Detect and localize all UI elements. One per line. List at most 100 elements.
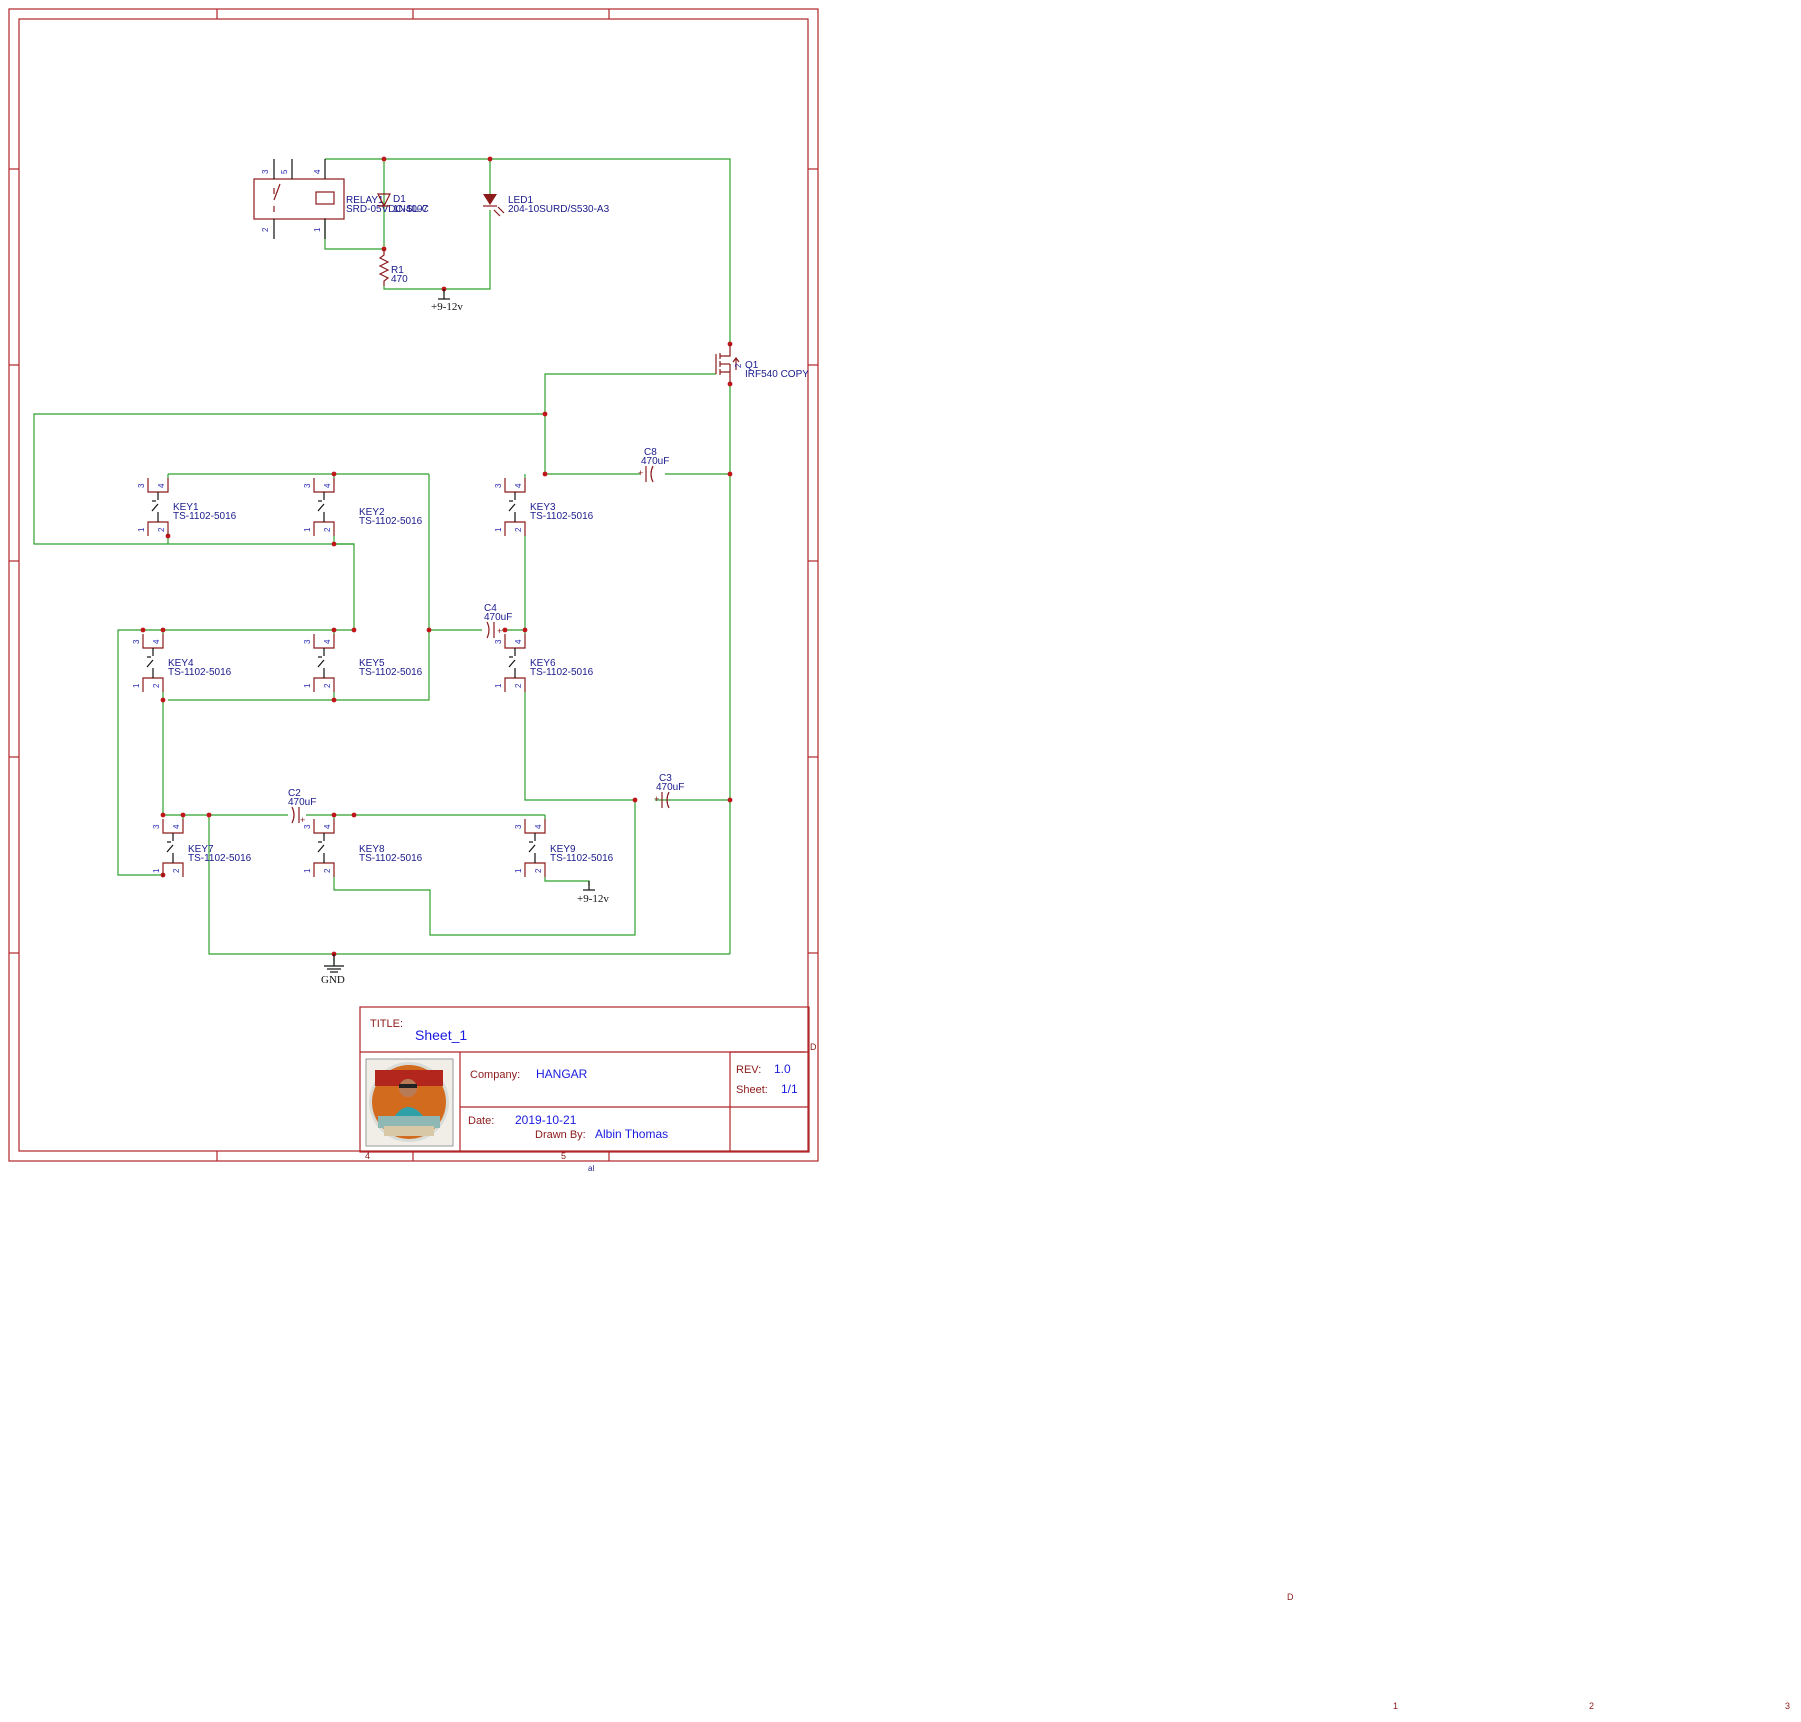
tb-title-value: Sheet_1	[415, 1027, 467, 1043]
key-pin-number: 1	[494, 683, 503, 688]
diode-d1[interactable]	[377, 193, 391, 208]
resistor-r1[interactable]	[378, 249, 390, 286]
vcc-label-top: +9-12v	[431, 301, 463, 313]
capacitor-c3[interactable]: +	[654, 791, 670, 809]
key-pin-number: 3	[494, 483, 503, 488]
key-value-3: TS-1102-5016	[530, 511, 594, 522]
c3-ref: C3	[659, 773, 672, 784]
key-ref-6: KEY6	[530, 658, 556, 669]
key-pin-number: 2	[152, 683, 161, 688]
key-pin-number: 2	[514, 683, 523, 688]
mosfet-q1[interactable]: 2	[715, 344, 743, 383]
author-avatar	[365, 1058, 454, 1147]
junctions	[140, 156, 733, 957]
ruler-d-right: D	[810, 1042, 817, 1052]
key-pin-number: 1	[494, 527, 503, 532]
key-value-5: TS-1102-5016	[359, 667, 423, 678]
tb-drawn-key: Drawn By:	[535, 1129, 586, 1141]
key-pin-number: 4	[323, 824, 332, 829]
capacitor-c4[interactable]: +	[486, 621, 502, 639]
tb-company-key: Company:	[470, 1069, 520, 1081]
c4-value: 470uF	[484, 612, 512, 623]
key-ref-8: KEY8	[359, 844, 385, 855]
c8-value: 470uF	[641, 456, 669, 467]
key-ref-1: KEY1	[173, 502, 199, 513]
relay-pin-5: 5	[280, 169, 289, 174]
key-pin-number: 1	[303, 527, 312, 532]
c3-value: 470uF	[656, 782, 684, 793]
key-pin-number: 4	[514, 483, 523, 488]
key-ref-7: KEY7	[188, 844, 214, 855]
key-pin-number: 4	[152, 639, 161, 644]
gnd-label: GND	[321, 974, 345, 986]
far-ruler-1: 1	[1393, 1701, 1398, 1711]
q1-pin-2: 2	[734, 363, 743, 368]
key-ref-5: KEY5	[359, 658, 385, 669]
tb-date-value: 2019-10-21	[515, 1113, 577, 1127]
svg-text:+: +	[654, 794, 659, 804]
key-pin-number: 3	[303, 824, 312, 829]
sheet-frame	[8, 8, 819, 1162]
key-pin-number: 1	[303, 868, 312, 873]
key-value-1: TS-1102-5016	[173, 511, 237, 522]
gnd-symbol	[324, 954, 344, 973]
key-pin-number: 3	[494, 639, 503, 644]
relay-pin-3: 3	[261, 169, 270, 174]
key-pin-number: 3	[152, 824, 161, 829]
tb-sheet-key: Sheet:	[736, 1084, 768, 1096]
c4-ref: C4	[484, 603, 497, 614]
q1-ref: Q1	[745, 360, 759, 371]
key-pin-number: 1	[132, 683, 141, 688]
key-value-7: TS-1102-5016	[188, 853, 252, 864]
key-ref-3: KEY3	[530, 502, 556, 513]
d1-ref: D1	[393, 194, 406, 205]
ruler-5: 5	[561, 1151, 566, 1161]
capacitor-c2[interactable]: +	[291, 806, 305, 825]
key-pin-number: 1	[514, 868, 523, 873]
ruler-4: 4	[365, 1151, 370, 1161]
tb-company-value: HANGAR	[536, 1067, 588, 1081]
key-pin-number: 3	[137, 483, 146, 488]
tb-drawn-value: Albin Thomas	[595, 1127, 668, 1141]
r1-ref: R1	[391, 265, 404, 276]
key-value-9: TS-1102-5016	[550, 853, 614, 864]
key-pin-number: 2	[514, 527, 523, 532]
key-ref-4: KEY4	[168, 658, 194, 669]
key-pin-number: 3	[303, 483, 312, 488]
led1-value: 204-10SURD/S530-A3	[508, 204, 610, 215]
key-pin-number: 4	[157, 483, 166, 488]
capacitor-c8[interactable]: +	[638, 465, 654, 483]
vcc-symbol-bottom	[583, 881, 595, 891]
tb-sheet-value: 1/1	[781, 1082, 798, 1096]
key-pin-number: 4	[172, 824, 181, 829]
q1-value: IRF540 COPY	[745, 369, 809, 380]
relay-symbol[interactable]: 3 5 4 2 1	[253, 159, 345, 239]
key-value-2: TS-1102-5016	[359, 516, 423, 527]
tb-title-key: TITLE:	[370, 1018, 403, 1030]
tb-rev-key: REV:	[736, 1064, 761, 1076]
tb-date-key: Date:	[468, 1115, 494, 1127]
led-led1[interactable]	[483, 194, 505, 217]
key-pin-number: 2	[323, 527, 332, 532]
key-switch-3[interactable]: 3 4 1 2	[494, 478, 526, 536]
key-pin-number: 4	[534, 824, 543, 829]
key-pin-number: 2	[172, 868, 181, 873]
key-pin-number: 1	[137, 527, 146, 532]
relay-ref: RELAY1	[346, 195, 384, 206]
relay-pin-4: 4	[313, 169, 322, 174]
svg-text:+: +	[497, 626, 502, 636]
svg-text:+: +	[300, 815, 305, 825]
relay-value: SRD-05VDC-SL-C	[346, 204, 429, 215]
r1-value: 470	[391, 274, 408, 285]
far-ruler-d: D	[1287, 1592, 1294, 1602]
c2-value: 470uF	[288, 797, 316, 808]
